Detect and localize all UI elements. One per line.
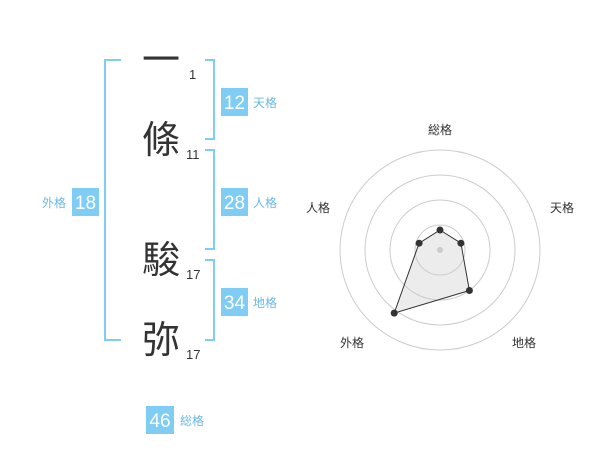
tenkaku-badge: 12 天格 [221,88,277,116]
gaikaku-badge: 外格 18 [42,188,99,216]
stroke-count-3: 17 [186,267,200,282]
radar-polygon [393,229,470,314]
radar-point-1 [436,226,444,234]
radar-axis-label-tenkaku: 天格 [550,200,574,215]
tenkaku-value: 12 [224,93,245,114]
tenkaku-bracket [205,59,215,140]
radar-center [437,247,443,253]
soukaku-badge: 46 総格 [146,406,204,434]
radar-point-5 [415,239,423,247]
jinkaku-badge: 28 人格 [221,188,277,216]
jinkaku-bracket [205,149,215,250]
name-char-1: 一 [142,38,180,82]
radar-ring-4 [339,149,541,351]
radar-point-3 [465,287,473,294]
radar-rings [339,149,541,351]
chikaku-value: 34 [224,293,246,314]
jinkaku-label: 人格 [253,195,277,210]
tenkaku-label: 天格 [253,95,277,110]
name-char-2: 條 [142,118,180,162]
gaikaku-bracket [104,59,121,341]
jinkaku-value: 28 [224,193,245,214]
chikaku-label: 地格 [253,295,277,310]
chikaku-badge: 34 地格 [221,288,277,316]
stroke-count-1: 1 [189,67,196,82]
radar-points [390,226,473,317]
chikaku-bracket [205,259,215,341]
radar-axis-label-gaikaku: 外格 [340,335,364,350]
gaikaku-label: 外格 [42,195,66,210]
radar-axis-label-jinkaku: 人格 [306,200,330,215]
radar-point-2 [457,239,465,247]
stroke-count-2: 11 [186,147,200,162]
name-char-4: 弥 [142,318,180,362]
soukaku-value: 46 [149,411,170,432]
radar-ring-2 [389,199,491,301]
gaikaku-value: 18 [75,193,96,214]
radar-point-4 [390,309,398,317]
radar-chart: 総格 天格 地格 外格 人格 [306,122,574,351]
radar-axis-label-chikaku: 地格 [512,335,536,350]
soukaku-label: 総格 [180,413,204,428]
radar-axis-label-soukaku: 総格 [428,122,452,137]
radar-ring-3 [364,174,516,326]
name-char-3: 駿 [142,238,180,282]
radar-ring-1 [414,224,466,276]
name-column: 一 1 條 11 駿 17 弥 17 [142,38,200,362]
stroke-count-4: 17 [186,347,200,362]
